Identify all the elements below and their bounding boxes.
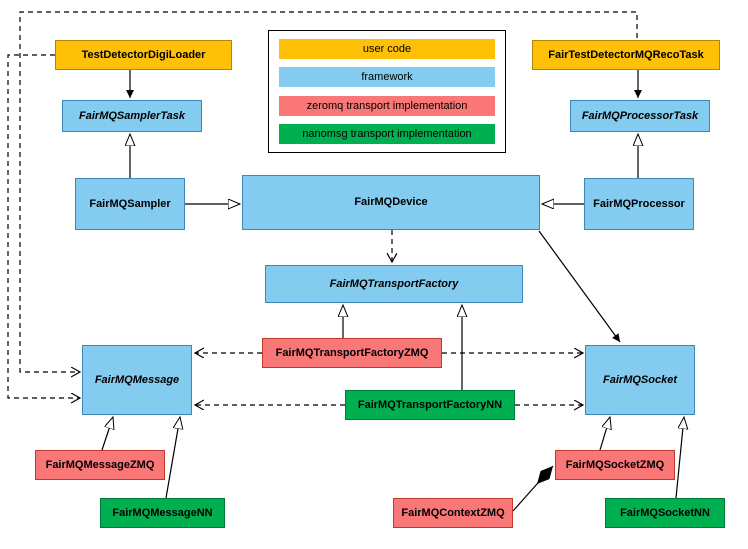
- node-fairmqsocket: FairMQSocket: [585, 345, 695, 415]
- legend-item-framework: framework: [279, 67, 495, 88]
- edge-device-to-socket: [538, 230, 621, 343]
- node-fairmqmessagenn: FairMQMessageNN: [100, 498, 225, 528]
- node-fairmqmessagezmq: FairMQMessageZMQ: [35, 450, 165, 480]
- legend-item-zeromq: zeromq transport implementation: [279, 95, 495, 116]
- edge-socketzmq-inherits-socket: [599, 417, 610, 451]
- node-fairmqsocketzmq: FairMQSocketZMQ: [555, 450, 675, 480]
- node-fairmqprocessor: FairMQProcessor: [584, 178, 694, 230]
- node-fairmqtransportfactorynn: FairMQTransportFactoryNN: [345, 390, 515, 420]
- edge-digiloader-uses-message: [7, 54, 80, 398]
- node-fairmqcontextzmq: FairMQContextZMQ: [393, 498, 513, 528]
- node-fairmqmessage: FairMQMessage: [82, 345, 192, 415]
- node-fairmqsamplertask: FairMQSamplerTask: [62, 100, 202, 132]
- edge-socketnn-inherits-socket: [675, 417, 684, 499]
- edge-messagezmq-inherits-message: [101, 417, 113, 451]
- edge-contextzmq-composed-in-socketzmq: [512, 465, 554, 512]
- legend: user code framework zeromq transport imple…: [268, 30, 506, 153]
- legend-item-nanomsg: nanomsg transport implementation: [279, 123, 495, 144]
- node-fairmqsocketnn: FairMQSocketNN: [605, 498, 725, 528]
- node-fairmqprocessortask: FairMQProcessorTask: [570, 100, 710, 132]
- node-fairmqsampler: FairMQSampler: [75, 178, 185, 230]
- node-fairmqtransportfactoryzmq: FairMQTransportFactoryZMQ: [262, 338, 442, 368]
- node-testdetectordigiloader: TestDetectorDigiLoader: [55, 40, 232, 70]
- node-fairmqtransportfactory: FairMQTransportFactory: [265, 265, 523, 303]
- edge-messagenn-inherits-message: [165, 417, 180, 499]
- edge-recotask-uses-message: [19, 11, 638, 372]
- node-fairmqdevice: FairMQDevice: [242, 175, 540, 230]
- legend-item-user_code: user code: [279, 39, 495, 59]
- node-fairtestdetectormqrecotask: FairTestDetectorMQRecoTask: [532, 40, 720, 70]
